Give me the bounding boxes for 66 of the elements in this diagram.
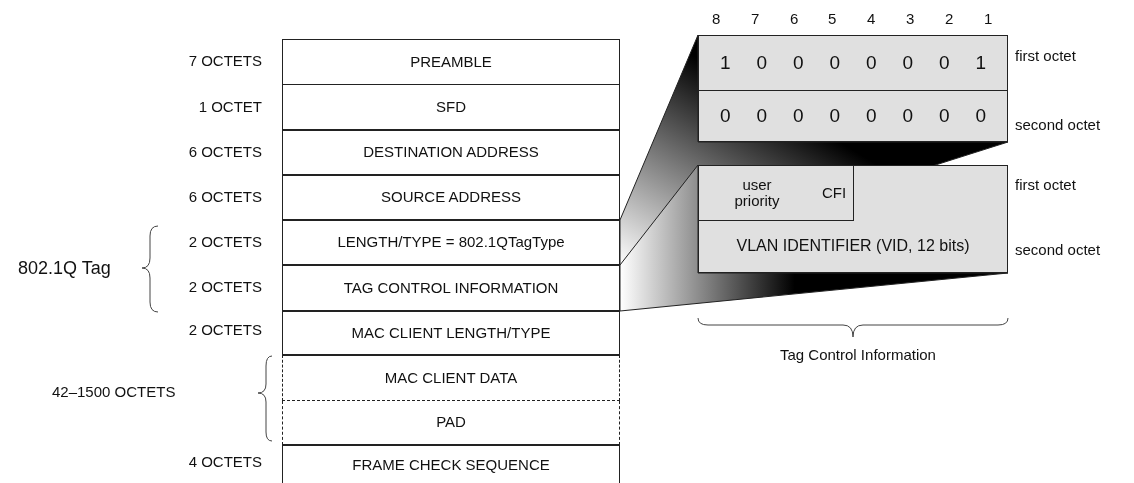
bit-value: 0 bbox=[865, 105, 877, 127]
bit-number: 6 bbox=[790, 10, 799, 27]
bit-value: 0 bbox=[756, 105, 768, 127]
bit-number: 3 bbox=[906, 10, 915, 27]
field-label: VLAN IDENTIFIER (VID, 12 bits) bbox=[736, 237, 970, 255]
bit-value: 1 bbox=[975, 52, 987, 74]
octet-count: 6 OCTETS bbox=[188, 143, 262, 160]
frame-field bbox=[282, 39, 620, 85]
field-label: CFI bbox=[821, 184, 847, 202]
field-label: DESTINATION ADDRESS bbox=[363, 144, 539, 161]
bit-value: 0 bbox=[756, 52, 768, 74]
bit-value: 0 bbox=[829, 105, 841, 127]
octet-count: 2 OCTETS bbox=[188, 321, 262, 338]
bit-number: 4 bbox=[867, 10, 876, 27]
bit-value: 0 bbox=[829, 52, 841, 74]
bit-number: 8 bbox=[712, 10, 721, 27]
octet-label: second octet bbox=[1015, 241, 1101, 258]
bit-value: 0 bbox=[975, 105, 987, 127]
octet-count: 42–1500 OCTETS bbox=[52, 383, 176, 400]
bit-row bbox=[698, 35, 1008, 91]
field-label: TAG CONTROL INFORMATION bbox=[343, 279, 559, 297]
field-label: MAC CLIENT LENGTH/TYPE bbox=[351, 324, 551, 342]
octet-label: first octet bbox=[1015, 176, 1076, 193]
octet-count: 1 OCTET bbox=[198, 98, 262, 115]
field-label: user priority bbox=[733, 176, 781, 210]
bit-value: 1 bbox=[719, 52, 731, 74]
frame-field bbox=[282, 265, 620, 311]
frame-field bbox=[282, 130, 620, 175]
field-label: FRAME CHECK SEQUENCE bbox=[352, 457, 550, 474]
bit-row bbox=[698, 90, 1008, 142]
field-label: SOURCE ADDRESS bbox=[380, 189, 521, 206]
octet-count: 7 OCTETS bbox=[188, 52, 262, 69]
bit-value: 0 bbox=[719, 105, 731, 127]
frame-field bbox=[282, 355, 620, 401]
octet-count: 4 OCTETS bbox=[188, 453, 262, 470]
bit-number: 2 bbox=[945, 10, 954, 27]
octet-label: first octet bbox=[1015, 47, 1076, 64]
frame-field bbox=[282, 445, 620, 483]
field-label: MAC CLIENT DATA bbox=[384, 369, 518, 387]
bit-value: 0 bbox=[865, 52, 877, 74]
octet-count: 2 OCTETS bbox=[188, 233, 262, 250]
bit-value: 0 bbox=[938, 105, 950, 127]
group-label: 802.1Q Tag bbox=[18, 258, 111, 279]
bit-field bbox=[815, 166, 854, 221]
bit-number: 1 bbox=[984, 10, 993, 27]
frame-field bbox=[282, 401, 620, 445]
bit-value: 0 bbox=[938, 52, 950, 74]
octet-count: 6 OCTETS bbox=[188, 188, 262, 205]
octet-label: second octet bbox=[1015, 116, 1101, 133]
caption: Tag Control Information bbox=[780, 346, 936, 363]
field-label: PAD bbox=[436, 414, 466, 431]
frame-field bbox=[282, 220, 620, 265]
field-label: PREAMBLE bbox=[410, 53, 492, 71]
bit-number: 7 bbox=[751, 10, 760, 27]
bit-value: 0 bbox=[792, 105, 804, 127]
frame-field bbox=[282, 84, 620, 130]
tag-control-box bbox=[698, 165, 1008, 273]
frame-field bbox=[282, 311, 620, 355]
bit-value: 0 bbox=[902, 52, 914, 74]
octet-count: 2 OCTETS bbox=[188, 278, 262, 295]
field-label: SFD bbox=[436, 98, 466, 116]
frame-field bbox=[282, 175, 620, 220]
field-label: LENGTH/TYPE = 802.1QTagType bbox=[337, 234, 565, 251]
bit-value: 0 bbox=[902, 105, 914, 127]
bit-number: 5 bbox=[828, 10, 837, 27]
bit-value: 0 bbox=[792, 52, 804, 74]
